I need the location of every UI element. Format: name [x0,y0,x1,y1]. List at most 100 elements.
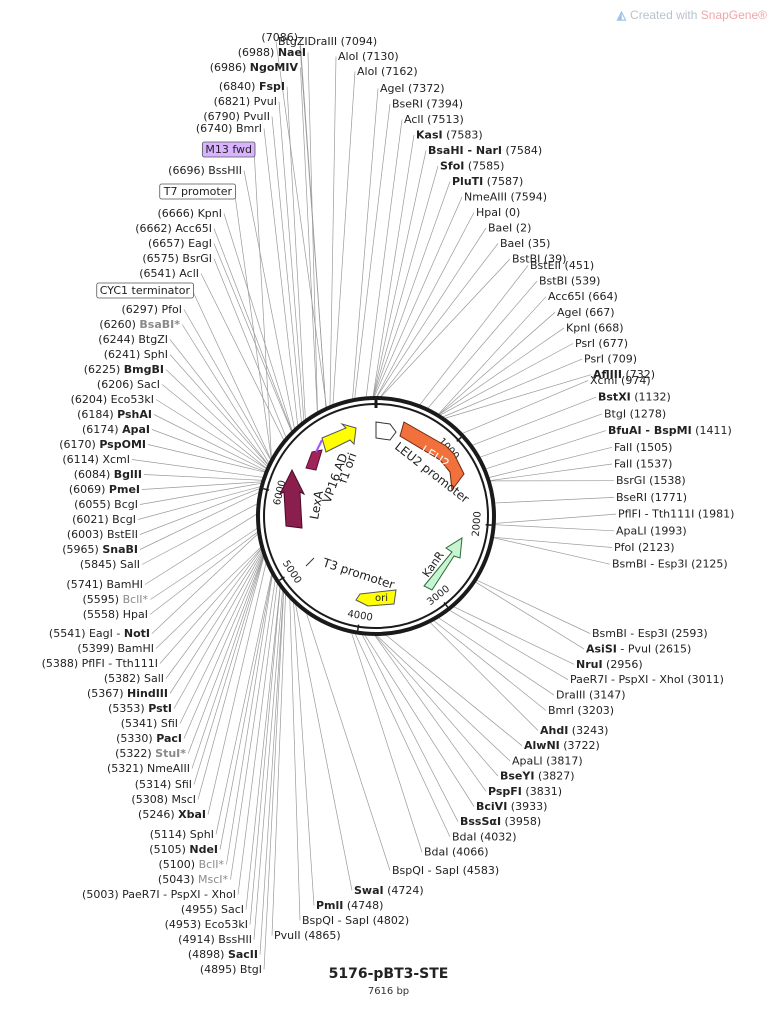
feature-kanr-arrow[interactable] [423,537,463,591]
site-label-part: (1411) [692,424,732,437]
site-label-part: FalI (1505) [614,441,672,454]
left-site-label: (7086) [261,31,298,44]
leader-line [294,601,353,891]
feature-lexa-arrow[interactable] [278,468,306,529]
leader-line [437,296,547,416]
left-site-label: (6575) BsrGI [142,252,212,265]
right-site-label: BstBI (539) [539,275,600,288]
leader-line [215,571,273,835]
tick-mark [443,601,449,608]
watermark-prefix: Created with [630,8,698,22]
left-site-label: (6241) SphI [104,348,168,361]
leader-line [234,191,272,462]
left-site-label: (4914) BssHII [178,933,252,946]
site-label-part: FspI [259,80,285,93]
site-label-part: (3243) [568,724,608,737]
left-site-label: (6696) BssHII [168,164,242,177]
right-site-label: BseYI (3827) [500,770,575,783]
site-label-part: NruI [576,658,603,671]
plasmid-size: 7616 bp [367,986,410,997]
right-site-label: BseRI (1771) [616,491,687,504]
left-site-label: (6662) Acc65I [135,222,212,235]
leader-line [372,150,427,399]
left-site-label: (5341) SfiI [121,717,178,730]
right-site-label: FalI (1537) [614,458,672,471]
leader-line [213,258,287,440]
left-site-label: (5741) BamHI [66,578,143,591]
site-label-part: (5558) HpaI [83,608,148,621]
leader-line [373,633,499,777]
tick-label: 2000 [471,511,484,537]
site-label-part: PacI [156,732,182,745]
site-label-part: (5595) [83,593,123,606]
site-label-part: (6260) [99,318,139,331]
leader-line [245,584,281,910]
right-site-label: BaeI (2) [488,222,531,235]
right-site-label: BfuAI - BspMI (1411) [608,424,732,437]
site-label-part: SwaI [354,884,384,897]
left-site-label: (5043) MscI* [158,873,229,886]
site-label-part: (7583) [443,129,483,142]
leader-line [271,591,287,936]
site-label-part: SnaBI [102,543,138,556]
site-label-part: (5114) SphI [150,828,214,841]
feature-f1-ori-arrow[interactable] [321,422,357,453]
site-label-part: (6297) PfoI [121,303,182,316]
site-label-part: (5382) SalI [104,672,164,685]
leader-line [139,482,263,505]
site-label-part: BtgZI [278,35,308,48]
site-label-part: (5100) [159,858,199,871]
left-site-label: (6204) Eco53kI [71,393,154,406]
left-site-label: (6821) PvuI [214,95,277,108]
site-label-part: FalI (1537) [614,458,672,471]
site-label-part: (4724) [384,884,424,897]
leader-line [249,585,281,925]
left-site-label: (5330) PacI [116,732,182,745]
site-label-part: XbaI [178,808,206,821]
feature-ori-arrow[interactable] [355,589,397,607]
tick-label: 5000 [280,559,303,586]
site-label-part: AsiSI [586,642,617,655]
right-site-label: AgeI (667) [557,306,615,319]
left-site-label: T7 promoter [163,185,233,198]
right-site-label: BsrGI (1538) [616,474,686,487]
right-site-label: BspQI - SapI (4802) [302,914,409,927]
site-label-part: (6657) EagI [148,237,212,250]
site-label-part: (6790) PvuII [203,110,270,123]
site-label-part: (6114) XcmI [62,453,130,466]
leader-line [354,631,451,838]
site-label-part: NaeI [278,46,306,59]
leader-line [253,149,272,461]
leader-line [372,134,415,399]
leader-line [243,170,296,431]
leader-line [141,502,259,565]
feature-leu2-arrow[interactable] [399,421,465,492]
right-site-label: NmeAIII (7594) [464,191,547,204]
feature-t3-promoter-marker [305,557,315,567]
right-site-label: PsrI (677) [575,337,628,350]
site-label-part: BstEII (451) [530,259,594,272]
leader-line [418,265,529,407]
right-site-label: AlwNI (3722) [524,739,600,752]
right-site-label: PspFI (3831) [488,785,562,798]
site-label-part: SacII [228,948,258,961]
right-site-label: ApaLI (3817) [512,754,583,767]
right-site-label: BstXI (1132) [598,391,671,404]
site-label-part: (6662) Acc65I [135,222,212,235]
feature-vp16-ad-arrow[interactable] [305,449,323,471]
site-label-part: BaeI (2) [488,222,531,235]
leader-line [263,128,299,428]
site-label-part: (732) [622,368,655,381]
left-site-label: (4955) SacI [181,903,244,916]
site-label-part: BfuAI - BspMI [608,424,692,437]
site-label-part: StuI* [155,747,186,760]
site-label-part: BssSαI [460,815,501,828]
feature-leu2-promoter-arrow[interactable] [375,421,397,441]
leader-line [155,399,268,470]
leader-line [374,633,511,762]
leader-line [192,290,272,462]
site-label-part: (6204) Eco53kI [71,393,154,406]
site-label-part: PflFI - Tth111I (1981) [618,508,734,521]
left-site-label: (5100) BclI* [159,858,225,871]
site-label-part: BciVI [476,800,507,813]
